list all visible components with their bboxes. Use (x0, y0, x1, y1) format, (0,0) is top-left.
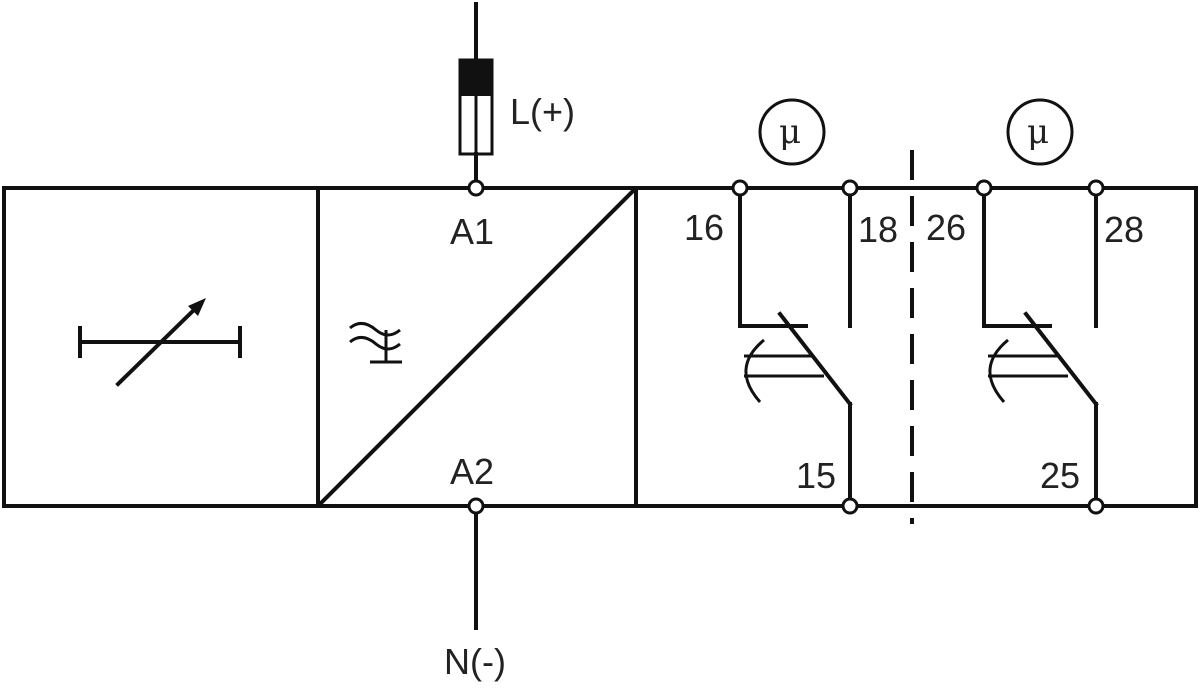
terminal-18-label: 18 (858, 209, 898, 250)
contact-group-1: μ 16 18 15 (684, 98, 898, 515)
contact-group-2: μ 26 28 25 (926, 98, 1144, 515)
micro-gap-circle (1006, 98, 1074, 166)
terminal-28 (1087, 179, 1105, 197)
terminal-a1 (467, 179, 485, 197)
terminal-a2-label: A2 (450, 451, 494, 492)
terminal-25-label: 25 (1040, 455, 1080, 496)
variable-adjust-icon (78, 298, 242, 387)
terminal-26 (975, 179, 993, 197)
terminal-a1-label: A1 (450, 211, 494, 252)
terminal-26-label: 26 (926, 207, 966, 248)
terminal-15 (841, 497, 859, 515)
module-outline (2, 186, 1198, 508)
terminal-16-label: 16 (684, 207, 724, 248)
terminal-16 (731, 179, 749, 197)
micro-gap-circle (758, 98, 826, 166)
terminal-18 (841, 179, 859, 197)
terminal-15-label: 15 (796, 455, 836, 496)
terminal-28-label: 28 (1104, 209, 1144, 250)
terminal-a2 (467, 497, 485, 515)
terminal-25 (1087, 497, 1105, 515)
fuse-icon (458, 58, 494, 156)
micro-gap-symbol: μ (779, 112, 801, 152)
ac-dc-converter-icon (317, 187, 637, 507)
micro-gap-symbol: μ (1027, 112, 1049, 152)
neutral-label: N(-) (444, 641, 506, 682)
relay-contact-icon (982, 194, 1099, 500)
line-label: L(+) (510, 91, 575, 132)
relay-contact-icon (738, 194, 853, 500)
